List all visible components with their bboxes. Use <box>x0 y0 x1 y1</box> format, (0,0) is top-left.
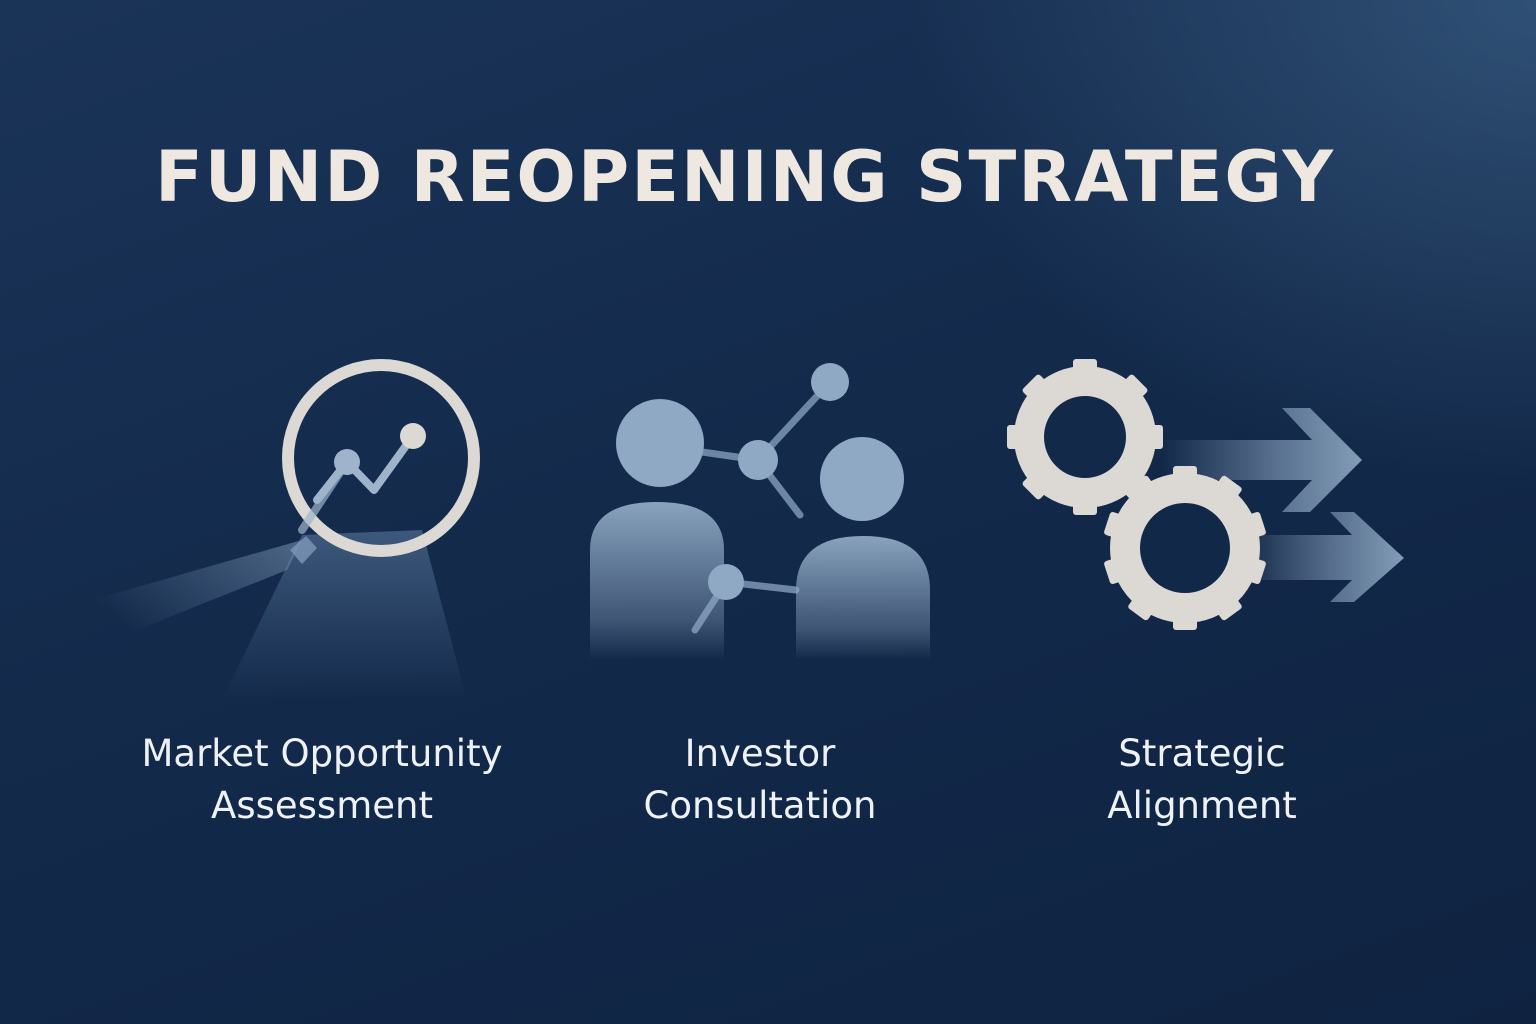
people-network-icon <box>590 363 930 660</box>
caption-line: Strategic <box>1118 732 1286 775</box>
caption-line: Consultation <box>643 784 877 827</box>
caption-line: Assessment <box>211 784 433 827</box>
gear-icon <box>1104 466 1266 630</box>
gear-icon <box>1007 359 1163 515</box>
page-title: FUND REOPENING STRATEGY <box>154 136 1336 218</box>
pillar-strategic-alignment: Strategic Alignment <box>992 340 1412 840</box>
pillar-caption: Strategic Alignment <box>992 728 1412 832</box>
pillar-caption: Investor Consultation <box>550 728 970 832</box>
pillar-investor-consultation: Investor Consultation <box>550 340 970 840</box>
pillar-caption: Market Opportunity Assessment <box>112 728 532 832</box>
gears-arrows-icon <box>1007 359 1404 630</box>
caption-line: Investor <box>684 732 836 775</box>
magnifier-chart-icon <box>92 359 480 700</box>
caption-line: Market Opportunity <box>141 732 503 775</box>
caption-line: Alignment <box>1107 784 1297 827</box>
pillar-market-opportunity: Market Opportunity Assessment <box>92 340 532 840</box>
